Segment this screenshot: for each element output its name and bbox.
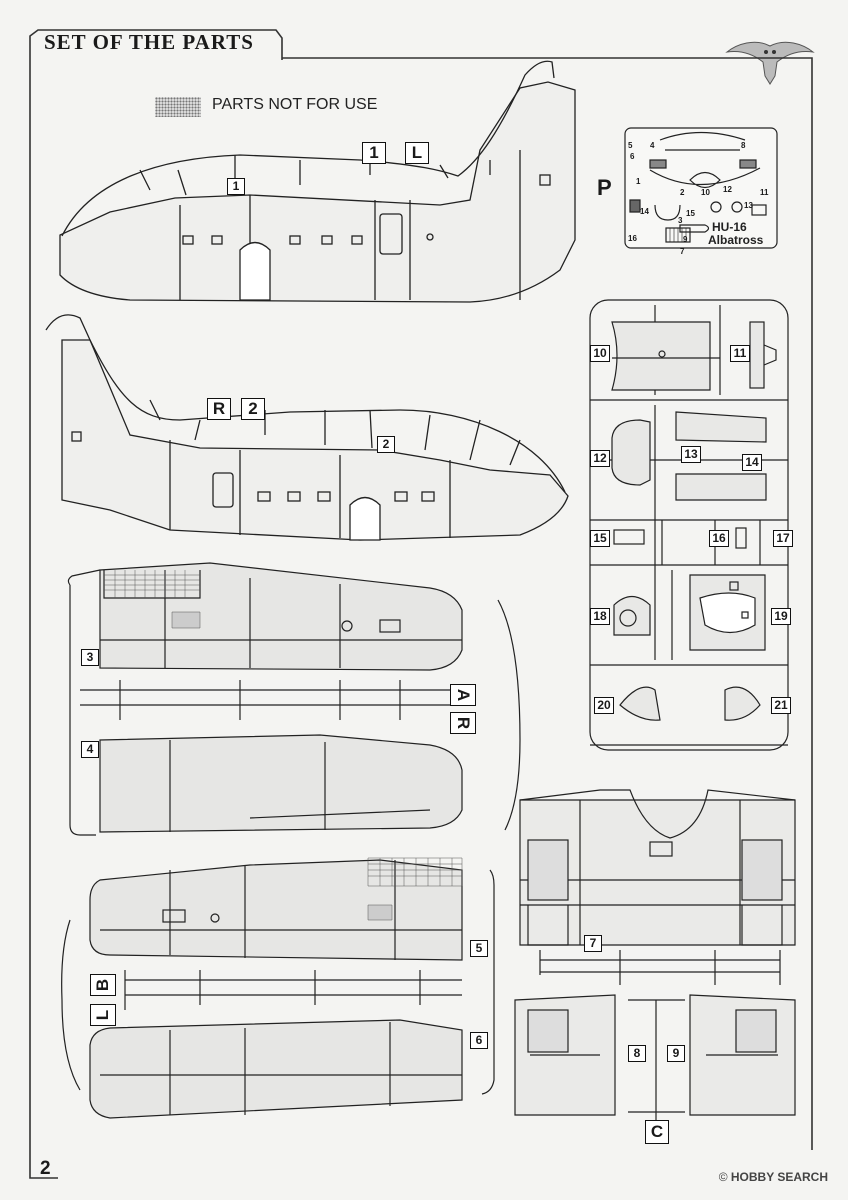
- photoetch-number-16: 16: [628, 234, 637, 243]
- sprue-letter-l-top: L: [405, 142, 429, 164]
- part-label-7: 7: [584, 935, 602, 952]
- part-label-10: 10: [590, 345, 610, 362]
- part-label-21: 21: [771, 697, 791, 714]
- not-for-use-legend: PARTS NOT FOR USE: [212, 96, 378, 113]
- clear-sprue: [589, 299, 789, 751]
- part-label-8: 8: [628, 1045, 646, 1062]
- not-for-use-swatch: [155, 97, 201, 117]
- part-label-18: 18: [590, 608, 610, 625]
- owl-logo: [725, 41, 815, 85]
- photoetch-letter: P: [597, 175, 612, 200]
- part-label-16: 16: [709, 530, 729, 547]
- fuselage-right-outline: [45, 314, 569, 541]
- part-label-14: 14: [742, 454, 762, 471]
- sprue-letter-a: A: [450, 684, 476, 706]
- photoetch-number-15: 15: [686, 209, 695, 218]
- part-label-5: 5: [470, 940, 488, 957]
- wing-sprue-a: [67, 562, 521, 836]
- page-number: 2: [40, 1158, 51, 1179]
- photoetch-name-2: Albatross: [708, 233, 764, 247]
- watermark: © HOBBY SEARCH: [719, 1170, 828, 1184]
- photoetch-number-5: 5: [628, 141, 633, 150]
- sprue-number-1: 1: [362, 142, 386, 164]
- photoetch-number-13: 13: [744, 201, 753, 210]
- part-label-15: 15: [590, 530, 610, 547]
- sprue-letter-c: C: [645, 1120, 669, 1144]
- photoetch-fret: [624, 127, 778, 249]
- photoetch-number-9: 9: [683, 235, 688, 244]
- sprue-letter-r-top: R: [207, 398, 231, 420]
- part-label-19: 19: [771, 608, 791, 625]
- photoetch-number-6: 6: [630, 152, 635, 161]
- part-label-9: 9: [667, 1045, 685, 1062]
- photoetch-number-8: 8: [741, 141, 746, 150]
- part-label-3: 3: [81, 649, 99, 666]
- sprue-letter-l: L: [90, 1004, 116, 1026]
- page-title: SET OF THE PARTS: [44, 30, 254, 54]
- fuselage-left-outline: [59, 60, 576, 303]
- part-label-6: 6: [470, 1032, 488, 1049]
- part-label-20: 20: [594, 697, 614, 714]
- part-label-13: 13: [681, 446, 701, 463]
- wing-sprue-b: [61, 857, 495, 1119]
- watermark-copyright: ©: [718, 1170, 728, 1184]
- photoetch-name-1: HU-16: [712, 220, 747, 234]
- sprue-letter-b: B: [90, 974, 116, 996]
- sprue-c: [514, 789, 796, 1130]
- photoetch-number-7: 7: [680, 247, 685, 256]
- photoetch-number-2: 2: [680, 188, 685, 197]
- part-label-12: 12: [590, 450, 610, 467]
- photoetch-number-4: 4: [650, 141, 655, 150]
- photoetch-number-10: 10: [701, 188, 710, 197]
- photoetch-number-12: 12: [723, 185, 732, 194]
- photoetch-number-11: 11: [760, 188, 769, 197]
- sprue-letter-r: R: [450, 712, 476, 734]
- watermark-brand: HOBBY SEARCH: [730, 1170, 828, 1184]
- part-label-11: 11: [730, 345, 750, 362]
- part-label-17: 17: [773, 530, 793, 547]
- sprue-number-2: 2: [241, 398, 265, 420]
- photoetch-number-14: 14: [640, 207, 649, 216]
- photoetch-number-3: 3: [678, 216, 683, 225]
- part-label-2: 2: [377, 436, 395, 453]
- photoetch-number-1: 1: [636, 177, 641, 186]
- part-label-4: 4: [81, 741, 99, 758]
- part-label-1: 1: [227, 178, 245, 195]
